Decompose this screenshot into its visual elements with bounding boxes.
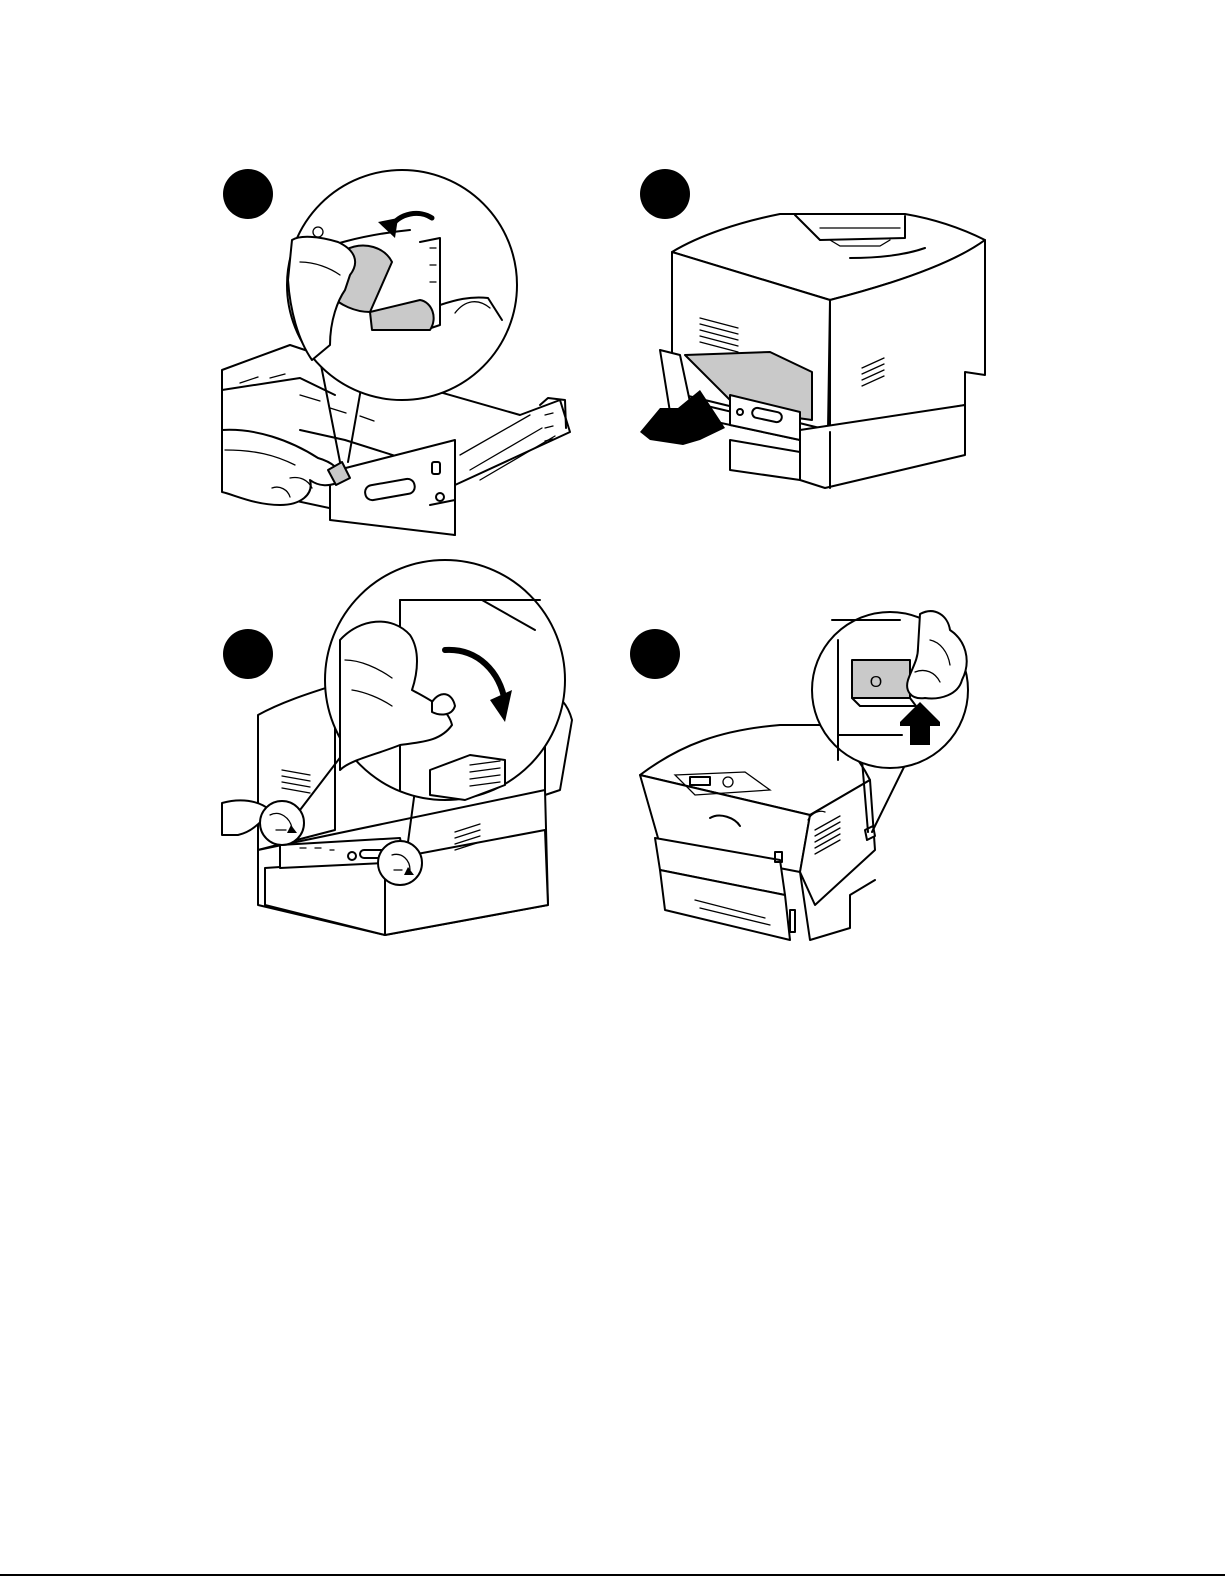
- step-2-marker: [640, 169, 690, 219]
- step-4-marker: [630, 629, 680, 679]
- zoom-callout-screw: [325, 560, 565, 800]
- power-switch-label: O: [870, 674, 882, 691]
- zoom-callout-tab: [287, 170, 517, 400]
- printer-front-view: [640, 725, 875, 940]
- printer-rear-view: [672, 214, 985, 488]
- screw-callout-left: [260, 801, 304, 845]
- screw-callout-right: [378, 841, 422, 885]
- page-footer-rule: [0, 1574, 1225, 1576]
- step-1-panel: [222, 169, 570, 535]
- step-4-panel: O: [630, 611, 968, 940]
- step-2-panel: [640, 169, 985, 488]
- zoom-callout-power-switch: O: [812, 611, 968, 768]
- step-3-panel: [222, 560, 572, 935]
- step-3-marker: [223, 629, 273, 679]
- step-1-marker: [223, 169, 273, 219]
